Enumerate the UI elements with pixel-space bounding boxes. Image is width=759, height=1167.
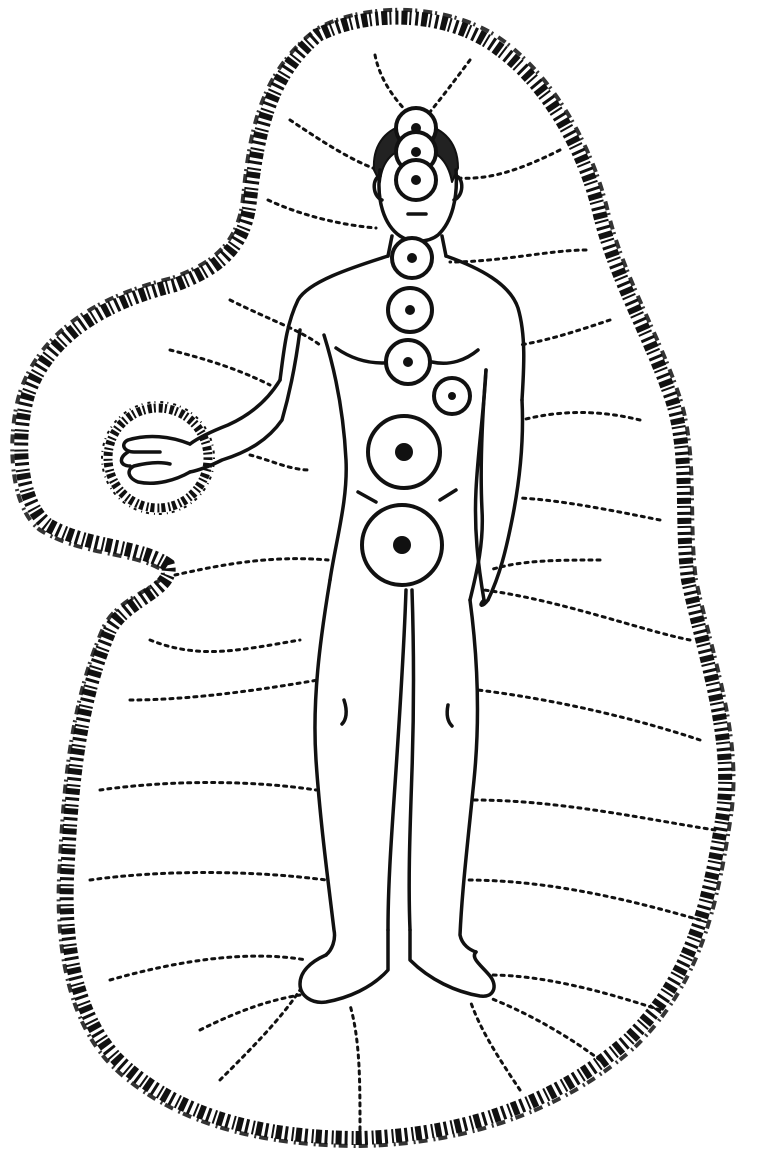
chakra-center-9 [393, 536, 411, 554]
energy-line-21 [110, 956, 306, 980]
energy-line-10 [522, 413, 640, 421]
energy-line-29 [490, 998, 600, 1060]
energy-line-20 [466, 880, 700, 920]
energy-line-8 [520, 320, 610, 345]
chakra-center-5 [405, 305, 415, 315]
energy-line-22 [490, 975, 660, 1010]
energy-line-7 [230, 300, 320, 345]
chakra-center-8 [395, 443, 413, 461]
energy-line-28 [200, 995, 300, 1030]
energy-line-25 [350, 1005, 360, 1130]
energy-line-3 [290, 120, 378, 170]
energy-line-12 [520, 498, 660, 520]
chakra-center-3 [411, 175, 421, 185]
human-figure [121, 124, 523, 1002]
left-foot [300, 930, 388, 1002]
energy-line-17 [100, 783, 316, 791]
chakra-center-7 [448, 392, 456, 400]
energy-line-1 [375, 55, 410, 115]
energy-line-15 [130, 680, 318, 700]
energy-line-9 [170, 350, 270, 385]
energy-line-6 [450, 250, 586, 262]
energy-line-2 [425, 60, 470, 118]
energy-line-18 [474, 800, 715, 830]
hand-aura [102, 402, 214, 514]
energy-line-11 [250, 455, 310, 470]
chakra-center-2 [411, 147, 421, 157]
energy-line-24 [470, 1000, 520, 1090]
energy-line-4 [458, 150, 560, 178]
energy-line-19 [90, 873, 326, 881]
energy-lines [90, 55, 715, 1130]
energy-line-16 [478, 690, 700, 740]
energy-line-14 [484, 590, 690, 640]
energy-line-13 [175, 559, 328, 575]
chakra-center-4 [407, 253, 417, 263]
right-foot [410, 930, 494, 996]
chakra-center-6 [403, 357, 413, 367]
energy-line-26 [150, 640, 300, 652]
hand [121, 437, 190, 484]
energy-line-5 [268, 200, 376, 228]
energy-line-27 [490, 560, 600, 570]
